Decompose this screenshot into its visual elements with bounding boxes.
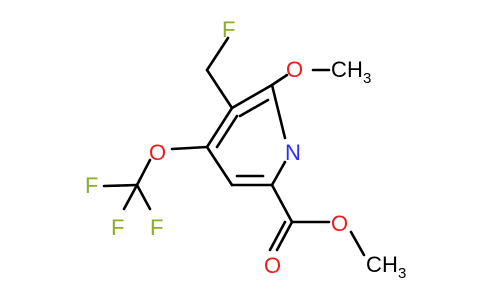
bond-cf3-f-left xyxy=(102,183,139,188)
bond-c2-o xyxy=(270,73,289,87)
methoxy-h-count: 3 xyxy=(363,70,371,87)
ester-h-count: 3 xyxy=(398,265,406,282)
bond-c3-c2-inner xyxy=(238,98,270,118)
cf3-f-left-label: F xyxy=(85,173,98,198)
bond-c4-o xyxy=(170,145,209,151)
bond-cf3-f-bottom-left xyxy=(122,183,139,211)
bonds xyxy=(102,36,366,257)
ester-c-label: C xyxy=(366,252,382,277)
bond-carbonyl-o xyxy=(275,220,294,252)
methoxy-o-label: O xyxy=(286,57,303,82)
bond-c5-c4 xyxy=(205,145,234,187)
bond-o-cf3 xyxy=(135,158,152,187)
bond-c6-carbonyl xyxy=(270,183,294,224)
bond-c4-c3-inner xyxy=(215,114,239,149)
ring-n-label: N xyxy=(285,140,301,165)
atom-labels: F O C H 3 N O F F F O O C H 3 xyxy=(85,17,406,282)
cf3-f-bottom-left-label: F xyxy=(111,215,124,240)
bond-carbonyl-o-double xyxy=(268,220,287,252)
cf3-f-bottom-right-label: F xyxy=(150,215,163,240)
bond-c3-c2 xyxy=(230,83,274,110)
bond-c3-ch2 xyxy=(205,68,234,110)
methoxy-h-label: H xyxy=(347,57,363,82)
fluoromethyl-f-label: F xyxy=(222,17,235,42)
ocf3-o-label: O xyxy=(149,140,166,165)
bond-oester-ch3 xyxy=(349,230,366,257)
ester-o-label: O xyxy=(331,211,348,236)
bond-c2-n xyxy=(270,83,287,140)
bond-n-c6 xyxy=(270,160,287,187)
bond-ch2-f xyxy=(205,36,230,72)
carbonyl-o-label: O xyxy=(264,253,281,278)
bond-c4-c3 xyxy=(205,106,234,149)
bond-cf3-f-bottom-right xyxy=(135,183,152,211)
methoxy-c-label: C xyxy=(331,57,347,82)
ester-h-label: H xyxy=(382,252,398,277)
